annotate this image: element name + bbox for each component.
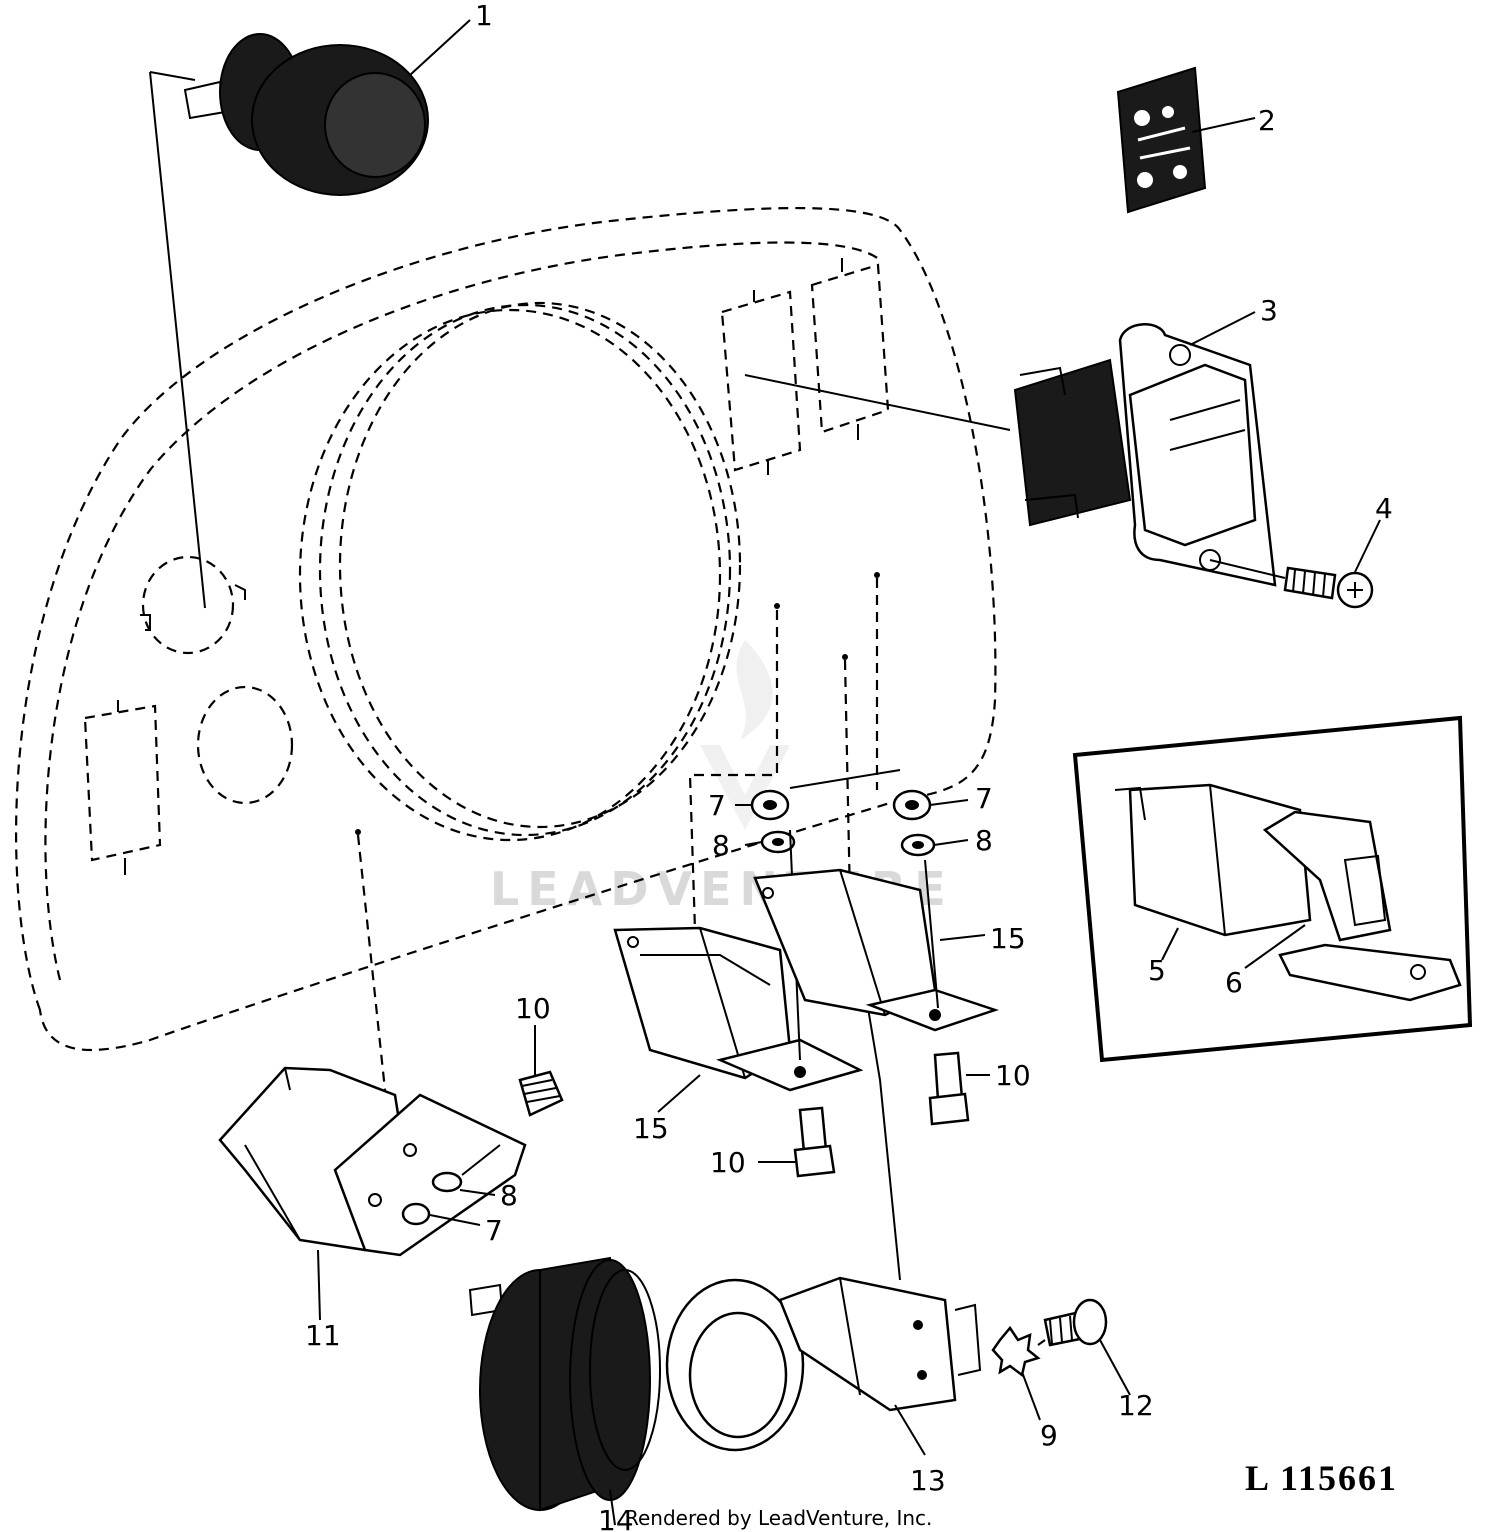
callout-7-bottom: 7 xyxy=(485,1214,503,1247)
part-2-decal xyxy=(1116,66,1256,214)
callout-15-left: 15 xyxy=(633,1112,669,1145)
callout-10-right: 10 xyxy=(995,1059,1031,1092)
watermark-logo xyxy=(700,640,790,830)
callout-8-right: 8 xyxy=(975,824,993,857)
assembly-guide-lines xyxy=(355,572,901,1281)
callout-11: 11 xyxy=(305,1319,341,1352)
callout-7-right: 7 xyxy=(975,782,993,815)
callout-8-bottom: 8 xyxy=(500,1179,518,1212)
callout-10-top: 10 xyxy=(515,992,551,1025)
part-11-relay-with-bracket xyxy=(218,1066,527,1321)
callout-9: 9 xyxy=(1040,1419,1058,1452)
callout-1: 1 xyxy=(475,0,493,32)
callout-7-left: 7 xyxy=(708,789,726,822)
part-10-bolts xyxy=(518,1025,990,1178)
callout-3: 3 xyxy=(1260,294,1278,327)
callout-15-right: 15 xyxy=(990,922,1026,955)
callout-5: 5 xyxy=(1148,954,1166,987)
inset-box xyxy=(1072,715,1473,1063)
part-4-screw xyxy=(1283,519,1381,609)
part-9-star-washer xyxy=(991,1325,1041,1421)
callout-14: 14 xyxy=(598,1504,634,1532)
part-15-relay-left xyxy=(613,829,864,1113)
part-12-screw xyxy=(1037,1298,1131,1396)
part-1-push-button xyxy=(183,19,471,196)
part-14-lighter xyxy=(468,1256,661,1526)
callout-8-left: 8 xyxy=(712,829,730,862)
part-3-rocker-switch xyxy=(1013,311,1277,587)
leader-item-4-to-switch xyxy=(1209,559,1286,579)
callout-10-bottom: 10 xyxy=(710,1146,746,1179)
dashboard-panel-outline xyxy=(14,207,997,1052)
figure-code: L 115661 xyxy=(1245,1458,1398,1498)
nuts-and-washers xyxy=(735,789,969,857)
render-credit: Rendered by LeadVenture, Inc. xyxy=(625,1506,932,1530)
part-15-relay-right xyxy=(753,859,999,1032)
leader-item-1-top xyxy=(149,71,196,81)
part-13-bracket xyxy=(665,1276,982,1456)
callout-12: 12 xyxy=(1118,1389,1154,1422)
callout-13: 13 xyxy=(910,1464,946,1497)
leader-item-1-to-hole xyxy=(149,71,206,609)
leader-item-3-to-cutout xyxy=(744,374,1011,431)
callout-4: 4 xyxy=(1375,492,1393,525)
callout-2: 2 xyxy=(1258,104,1276,137)
callout-6: 6 xyxy=(1225,966,1243,999)
